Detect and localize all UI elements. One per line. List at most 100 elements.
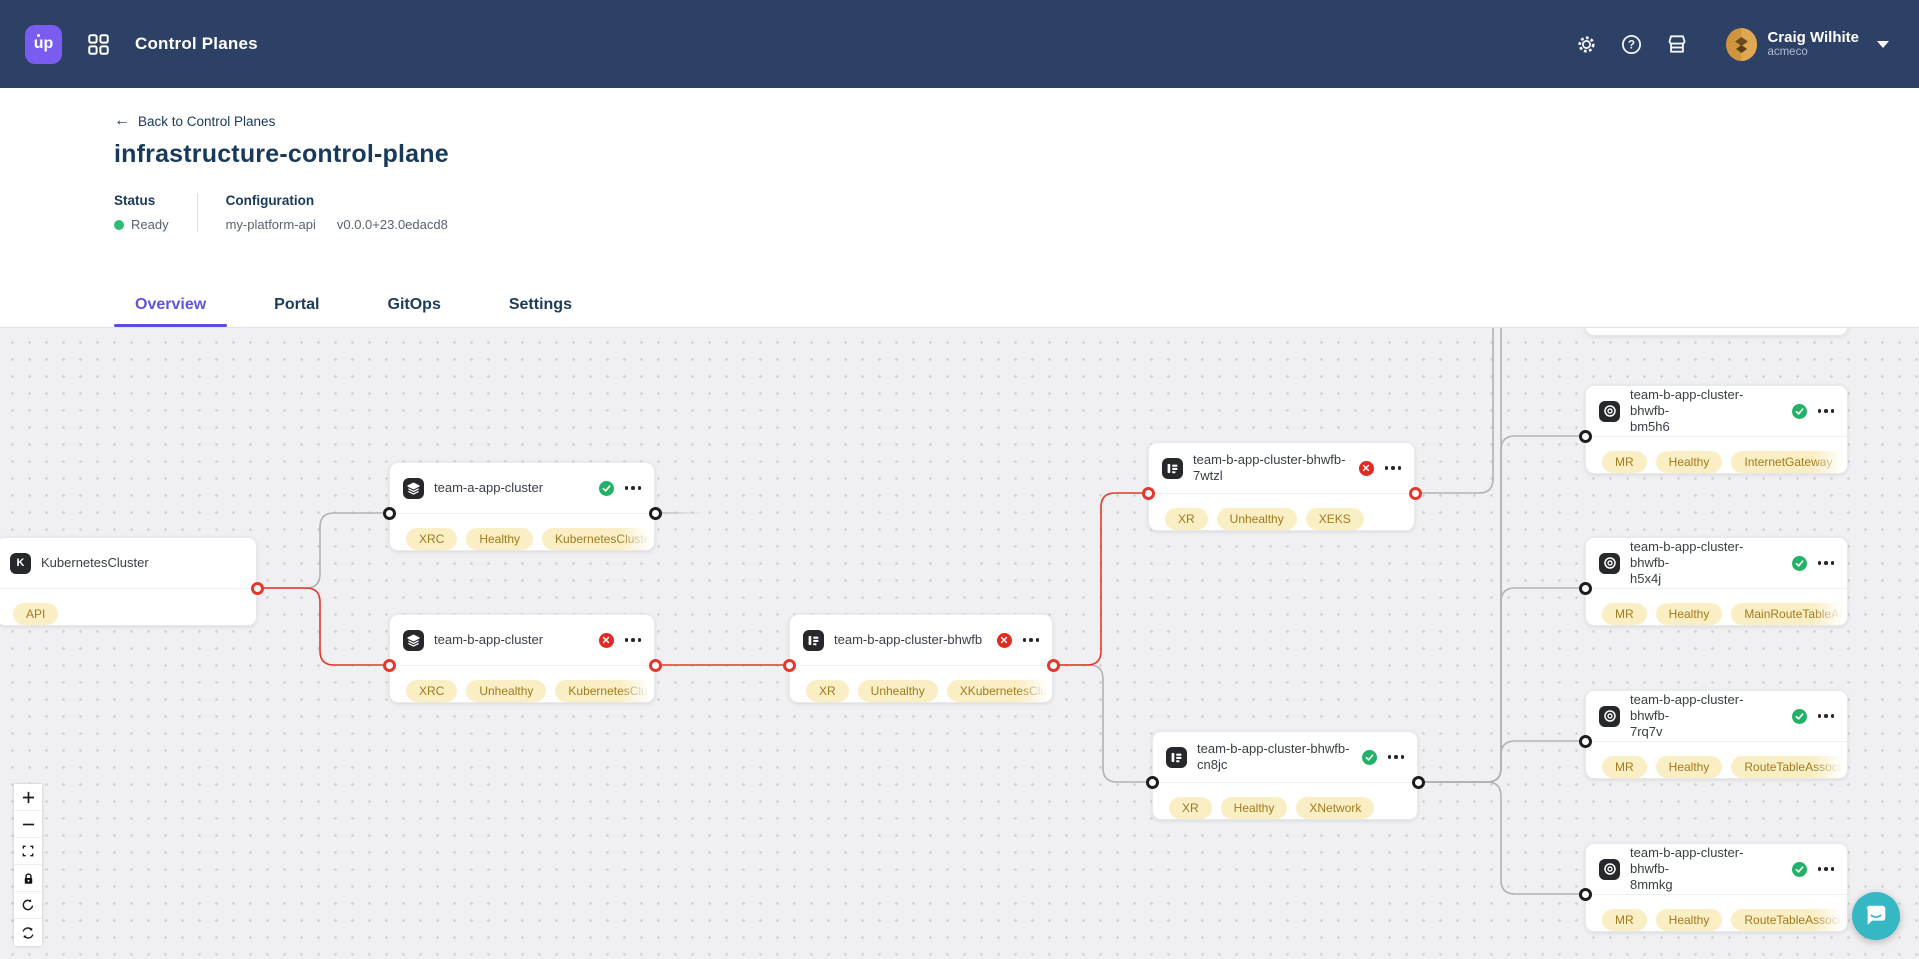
node-menu-button[interactable] [1022, 635, 1039, 645]
node-label: team-b-app-cluster-bhwfb- 8mmkg [1630, 844, 1744, 893]
edge [1418, 781, 1585, 895]
left-port[interactable] [382, 658, 396, 672]
left-port[interactable] [382, 506, 396, 520]
node-menu-button[interactable] [1817, 864, 1834, 874]
user-name: Craig Wilhite [1767, 28, 1859, 46]
unhealthy-status-icon [996, 632, 1012, 648]
right-port[interactable] [250, 581, 264, 595]
badge: XR [1169, 797, 1212, 819]
status-value: Ready [131, 217, 169, 232]
refresh-sync-button[interactable] [14, 919, 42, 946]
node-menu-button[interactable] [1817, 406, 1834, 416]
tab-settings[interactable]: Settings [508, 296, 572, 313]
node-menu-button[interactable] [1817, 558, 1834, 568]
chat-launcher[interactable] [1852, 892, 1900, 940]
healthy-status-icon [598, 480, 614, 496]
back-link-label: Back to Control Planes [138, 113, 276, 129]
lock-button[interactable] [14, 865, 42, 892]
left-port[interactable] [1578, 887, 1592, 901]
badge: XNetwork [1296, 797, 1375, 819]
right-port[interactable] [1408, 486, 1422, 500]
left-port[interactable] [1145, 775, 1159, 789]
node-menu-button[interactable] [1384, 463, 1401, 473]
zoom-in-button[interactable] [14, 784, 42, 811]
node-badges: XRC Unhealthy KubernetesCluster [390, 666, 654, 702]
badge: Unhealthy [466, 680, 547, 702]
right-port[interactable] [648, 658, 662, 672]
node-menu-button[interactable] [624, 635, 641, 645]
user-org: acmeco [1767, 46, 1808, 59]
node-badges: MRHealthyRouteTableAssociation [1586, 895, 1847, 931]
edge-error [257, 587, 389, 666]
right-port[interactable] [1046, 658, 1060, 672]
fit-view-button[interactable] [14, 838, 42, 865]
right-port[interactable] [648, 506, 662, 520]
status-block: Status Ready [114, 193, 169, 232]
left-port[interactable] [1141, 486, 1155, 500]
healthy-status-icon [1791, 708, 1807, 724]
k8s-icon: K [10, 552, 31, 574]
node-badges: MR Healthy InternetGateway [1586, 437, 1847, 473]
healthy-status-icon [1791, 555, 1807, 571]
back-link[interactable]: ← Back to Control Planes [114, 113, 275, 129]
managed-icon [1599, 400, 1620, 422]
app-switcher-icon[interactable] [88, 33, 109, 55]
node-label: KubernetesCluster [41, 554, 149, 570]
right-port[interactable] [1411, 775, 1425, 789]
tab-portal[interactable]: Portal [274, 296, 320, 313]
clipped-node-card[interactable] [1585, 328, 1848, 336]
logo-dot [37, 33, 40, 37]
healthy-status-icon [1791, 403, 1807, 419]
configuration-name[interactable]: my-platform-api [225, 217, 316, 232]
chat-icon [1866, 905, 1886, 925]
badge: KubernetesCluster [555, 680, 654, 702]
zoom-out-button[interactable] [14, 811, 42, 838]
left-port[interactable] [1578, 429, 1592, 443]
edge [257, 512, 389, 589]
badge: Healthy [1220, 797, 1288, 819]
node-badges: MRHealthyMainRouteTableAssociation [1586, 589, 1847, 625]
badge: Healthy [1655, 451, 1723, 473]
left-port[interactable] [782, 658, 796, 672]
rotate-button[interactable] [14, 892, 42, 919]
marketplace-store-icon[interactable] [1666, 33, 1688, 55]
badge: XKubernetesCluster [946, 680, 1052, 702]
node-menu-button[interactable] [624, 483, 641, 493]
upbound-logo[interactable]: up [25, 24, 62, 64]
badge: Healthy [1655, 603, 1723, 625]
node-menu-button[interactable] [1387, 752, 1404, 762]
badge: InternetGateway [1731, 451, 1846, 473]
left-port[interactable] [1578, 581, 1592, 595]
node-label: team-b-app-cluster [434, 631, 544, 647]
badge: MR [1602, 451, 1647, 473]
badge: Unhealthy [1216, 508, 1297, 530]
status-label: Status [114, 193, 156, 208]
badge: Healthy [1655, 909, 1723, 931]
badge: KubernetesCluster [542, 528, 654, 550]
node-menu-button[interactable] [1817, 711, 1834, 721]
user-menu[interactable]: Craig Wilhite acmeco [1726, 27, 1889, 61]
help-icon[interactable]: ? [1621, 34, 1642, 55]
composite-icon [803, 629, 824, 651]
left-port[interactable] [1578, 734, 1592, 748]
settings-gear-icon[interactable] [1576, 34, 1597, 55]
node-label: team-a-app-cluster [434, 479, 544, 495]
unhealthy-status-icon [598, 632, 614, 648]
badge: XRC [406, 680, 458, 702]
tab-gitops[interactable]: GitOps [387, 296, 441, 313]
badge: XR [806, 680, 849, 702]
tab-overview[interactable]: Overview [114, 296, 228, 327]
configuration-version: v0.0.0+23.0edacd8 [336, 217, 448, 232]
